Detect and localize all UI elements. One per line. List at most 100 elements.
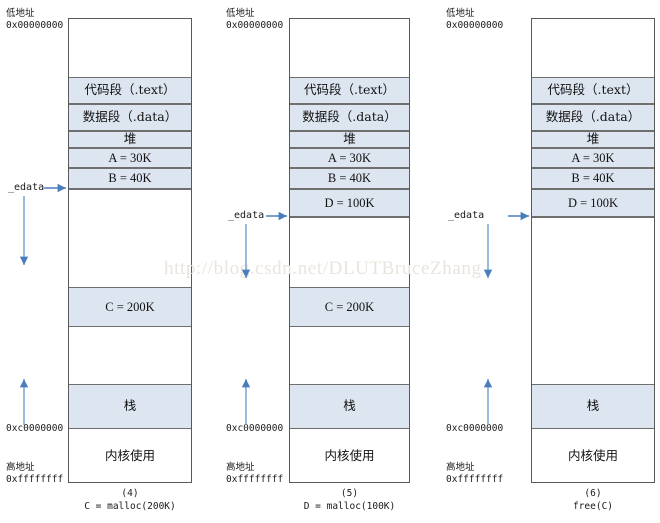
segment-label: D = 100K — [567, 195, 619, 210]
segment-label: C = 200K — [324, 299, 375, 314]
memory-diagram-5: 低地址 0x00000000 0xc0000000 高地址 0xffffffff… — [220, 0, 430, 523]
segment-data-seg-4: 数据段（.data） — [69, 104, 191, 131]
high-address-cjk-5: 高地址 — [226, 462, 255, 473]
segment-free-gap-1-4 — [69, 189, 191, 287]
segment-label: 栈 — [586, 398, 600, 414]
memory-box-4: 代码段（.text） 数据段（.data） 堆 A = 30K B = 40K … — [68, 18, 192, 483]
caption-number-6: (6) — [584, 488, 602, 499]
segment-stack-4: 栈 — [69, 384, 191, 429]
segment-block-b-6: B = 40K — [532, 168, 654, 189]
segment-text-seg-6: 代码段（.text） — [532, 77, 654, 104]
segment-block-a-5: A = 30K — [290, 148, 409, 168]
high-address-cjk-6: 高地址 — [446, 462, 475, 473]
segment-block-b-5: B = 40K — [290, 168, 409, 189]
caption-number-5: (5) — [340, 488, 359, 499]
memory-box-6: 代码段（.text） 数据段（.data） 堆 A = 30K B = 40K … — [531, 18, 655, 483]
low-address-cjk-4: 低地址 — [6, 8, 35, 19]
segment-data-seg-5: 数据段（.data） — [290, 104, 409, 131]
edata-label-5: _edata — [228, 210, 265, 221]
low-address-hex-5: 0x00000000 — [226, 20, 284, 31]
segment-data-seg-6: 数据段（.data） — [532, 104, 654, 131]
segment-heap-6: 堆 — [532, 131, 654, 148]
segment-label: B = 40K — [108, 171, 152, 186]
segment-label: 栈 — [343, 398, 356, 414]
segment-block-c-5: C = 200K — [290, 287, 409, 327]
high-address-label-5: 高地址 0xffffffff — [226, 462, 283, 486]
segment-label: 堆 — [586, 131, 600, 147]
caption-code-4: C = malloc(200K) — [84, 501, 176, 512]
caption-code-6: free(C) — [572, 501, 614, 512]
segment-label: 栈 — [123, 398, 137, 414]
segment-block-c-4: C = 200K — [69, 287, 191, 327]
segment-label: 内核使用 — [567, 448, 618, 464]
segment-label: 代码段（.text） — [84, 82, 176, 98]
segment-kernel-4: 内核使用 — [69, 429, 191, 484]
low-address-label-4: 低地址 0x00000000 — [6, 8, 63, 32]
kernel-boundary-hex-4: 0xc0000000 — [6, 423, 64, 434]
kernel-boundary-label-4: 0xc0000000 — [6, 423, 63, 435]
segment-label: A = 30K — [571, 150, 615, 165]
kernel-boundary-label-5: 0xc0000000 — [226, 423, 283, 435]
segment-label: 堆 — [343, 131, 356, 147]
segment-block-a-4: A = 30K — [69, 148, 191, 168]
kernel-boundary-hex-5: 0xc0000000 — [226, 423, 284, 434]
segment-block-a-6: A = 30K — [532, 148, 654, 168]
segment-block-d-5: D = 100K — [290, 189, 409, 217]
low-address-label-5: 低地址 0x00000000 — [226, 8, 283, 32]
segment-label: 内核使用 — [104, 448, 155, 464]
low-address-cjk-6: 低地址 — [446, 8, 475, 19]
caption-6: (6) free(C) — [531, 487, 655, 513]
segment-top-gap-5 — [290, 19, 409, 77]
segment-label: A = 30K — [327, 150, 372, 165]
segment-free-gap-1-6 — [532, 217, 654, 384]
segment-top-gap-6 — [532, 19, 654, 77]
segment-stack-6: 栈 — [532, 384, 654, 429]
memory-diagram-4: 低地址 0x00000000 0xc0000000 高地址 0xffffffff… — [0, 0, 210, 523]
high-address-hex-4: 0xffffffff — [6, 474, 64, 485]
segment-label: B = 40K — [571, 171, 615, 186]
segment-top-gap-4 — [69, 19, 191, 77]
segment-block-b-4: B = 40K — [69, 168, 191, 189]
segment-label: C = 200K — [105, 299, 155, 314]
segment-heap-4: 堆 — [69, 131, 191, 148]
high-address-label-4: 高地址 0xffffffff — [6, 462, 63, 486]
caption-number-4: (4) — [121, 488, 139, 499]
segment-label: 内核使用 — [324, 448, 375, 464]
segment-label: 数据段（.data） — [302, 109, 397, 125]
segment-kernel-5: 内核使用 — [290, 429, 409, 484]
segment-block-d-6: D = 100K — [532, 189, 654, 217]
caption-4: (4) C = malloc(200K) — [68, 487, 192, 513]
segment-label: 代码段（.text） — [304, 82, 395, 98]
segment-free-gap-2-4 — [69, 327, 191, 384]
segment-heap-5: 堆 — [290, 131, 409, 148]
memory-box-5: 代码段（.text） 数据段（.data） 堆 A = 30K B = 40K … — [289, 18, 410, 483]
segment-label: 数据段（.data） — [82, 109, 178, 125]
edata-label-6: _edata — [448, 210, 485, 221]
memory-diagram-6: 低地址 0x00000000 0xc0000000 高地址 0xffffffff… — [440, 0, 660, 523]
segment-label: 数据段（.data） — [545, 109, 641, 125]
kernel-boundary-label-6: 0xc0000000 — [446, 423, 503, 435]
segment-label: 代码段（.text） — [547, 82, 639, 98]
segment-text-seg-4: 代码段（.text） — [69, 77, 191, 104]
low-address-cjk-5: 低地址 — [226, 8, 255, 19]
high-address-cjk-4: 高地址 — [6, 462, 35, 473]
edata-label-4: _edata — [8, 182, 45, 193]
segment-label: 堆 — [123, 131, 137, 147]
high-address-label-6: 高地址 0xffffffff — [446, 462, 503, 486]
caption-5: (5) D = malloc(100K) — [289, 487, 410, 513]
segment-kernel-6: 内核使用 — [532, 429, 654, 484]
low-address-hex-4: 0x00000000 — [6, 20, 64, 31]
segment-stack-5: 栈 — [290, 384, 409, 429]
segment-free-gap-2-5 — [290, 327, 409, 384]
high-address-hex-5: 0xffffffff — [226, 474, 284, 485]
kernel-boundary-hex-6: 0xc0000000 — [446, 423, 504, 434]
low-address-hex-6: 0x00000000 — [446, 20, 504, 31]
segment-label: B = 40K — [327, 171, 372, 186]
segment-free-gap-1-5 — [290, 217, 409, 287]
caption-code-5: D = malloc(100K) — [303, 501, 396, 512]
segment-label: A = 30K — [108, 150, 152, 165]
low-address-label-6: 低地址 0x00000000 — [446, 8, 503, 32]
segment-label: D = 100K — [324, 195, 375, 210]
high-address-hex-6: 0xffffffff — [446, 474, 504, 485]
segment-text-seg-5: 代码段（.text） — [290, 77, 409, 104]
